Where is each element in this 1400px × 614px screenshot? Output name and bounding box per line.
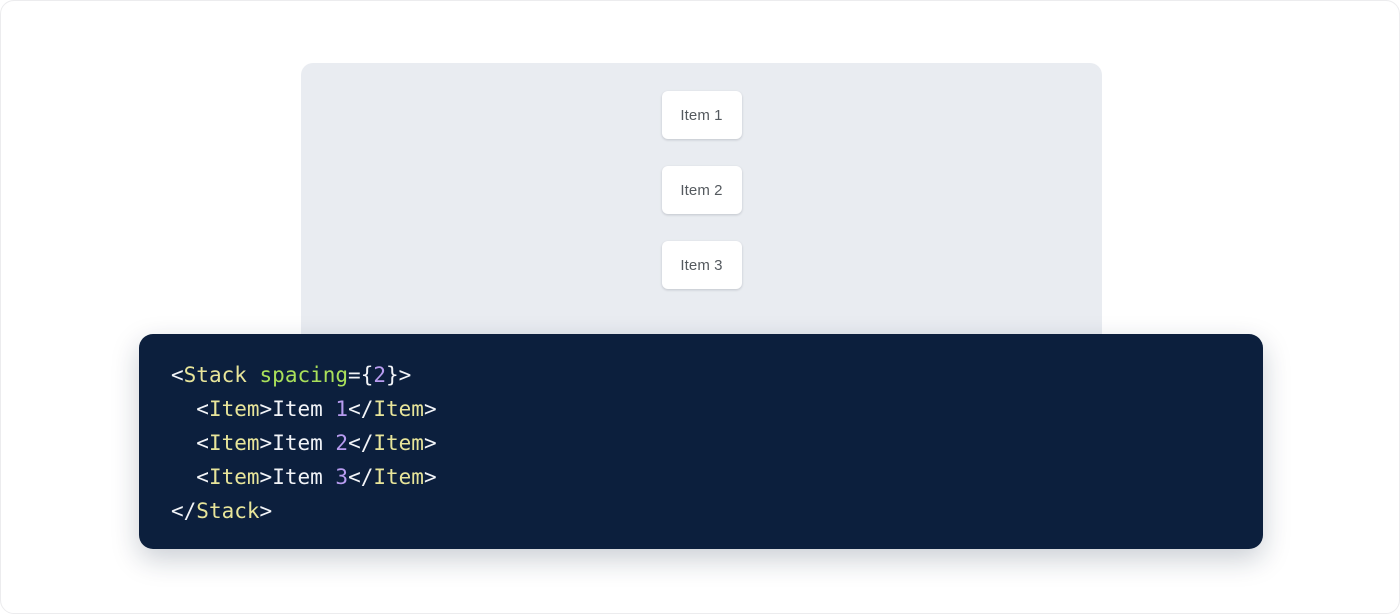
code-token-num: 1 <box>335 397 349 421</box>
code-token-punc: > <box>423 465 437 489</box>
code-token-punc: < <box>196 465 209 489</box>
stack-item-1[interactable]: Item 1 <box>661 91 742 139</box>
code-token-punc: < <box>196 397 209 421</box>
code-token-text: Item <box>272 465 336 489</box>
code-token-punc: < <box>196 431 209 455</box>
stack-item-3[interactable]: Item 3 <box>661 241 742 289</box>
code-token-tag: Item <box>373 465 424 489</box>
stack-item-2[interactable]: Item 2 <box>661 166 742 214</box>
code-snippet-panel: <Stack spacing={2}> <Item>Item 1</Item> … <box>139 334 1263 549</box>
code-token-tag: Item <box>373 397 424 421</box>
code-token-tag: Stack <box>183 363 247 387</box>
code-content: <Stack spacing={2}> <Item>Item 1</Item> … <box>171 363 437 523</box>
code-token-punc: > <box>259 431 273 455</box>
code-token-punc: > <box>259 465 273 489</box>
code-snippet[interactable]: <Stack spacing={2}> <Item>Item 1</Item> … <box>139 334 1263 528</box>
stack-item-label: Item 2 <box>680 181 723 199</box>
code-token-punc: </ <box>348 465 374 489</box>
code-token-num: 3 <box>335 465 349 489</box>
code-token-punc: ={ <box>348 363 374 387</box>
code-token-tag: Item <box>208 397 260 421</box>
code-token-punc: < <box>171 363 184 387</box>
code-token-tag: Stack <box>196 499 260 523</box>
code-token-tag: Item <box>373 431 424 455</box>
code-token-text: Item <box>272 431 336 455</box>
code-token-punc: > <box>259 499 273 523</box>
code-token-punc: > <box>423 397 437 421</box>
code-token-tag: Item <box>208 465 260 489</box>
stack-container: Item 1 Item 2 Item 3 <box>301 91 1102 289</box>
code-token-text: Item <box>272 397 336 421</box>
code-token-punc: </ <box>348 397 374 421</box>
code-token-tag: Item <box>208 431 260 455</box>
code-token-attr: spacing <box>259 363 349 387</box>
code-token-punc: > <box>259 397 273 421</box>
code-token-punc: }> <box>386 363 412 387</box>
code-token-text <box>247 363 260 387</box>
code-token-punc: </ <box>348 431 374 455</box>
code-token-num: 2 <box>335 431 349 455</box>
code-token-punc: > <box>423 431 437 455</box>
code-token-num: 2 <box>373 363 386 387</box>
code-token-punc: </ <box>171 499 197 523</box>
stack-item-label: Item 1 <box>680 106 723 124</box>
stack-item-label: Item 3 <box>680 256 723 274</box>
